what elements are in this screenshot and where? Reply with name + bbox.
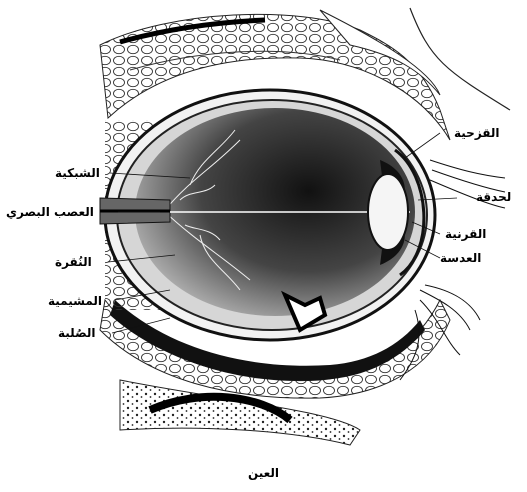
label-sclera: الصُلبة: [58, 326, 96, 340]
label-fovea: النُقرة: [55, 255, 92, 269]
lens: [368, 174, 408, 250]
label-retina: الشبكية: [55, 166, 100, 180]
label-cornea: القرنية: [445, 227, 486, 241]
label-iris: القزحية: [454, 126, 500, 140]
label-choroid: المشيمية: [48, 294, 102, 308]
label-optic-nerve: العصب البصري: [6, 205, 94, 219]
figure-caption: العين: [0, 466, 527, 480]
label-pupil: لحدقة: [476, 190, 511, 204]
label-lens: العدسة: [440, 251, 481, 265]
